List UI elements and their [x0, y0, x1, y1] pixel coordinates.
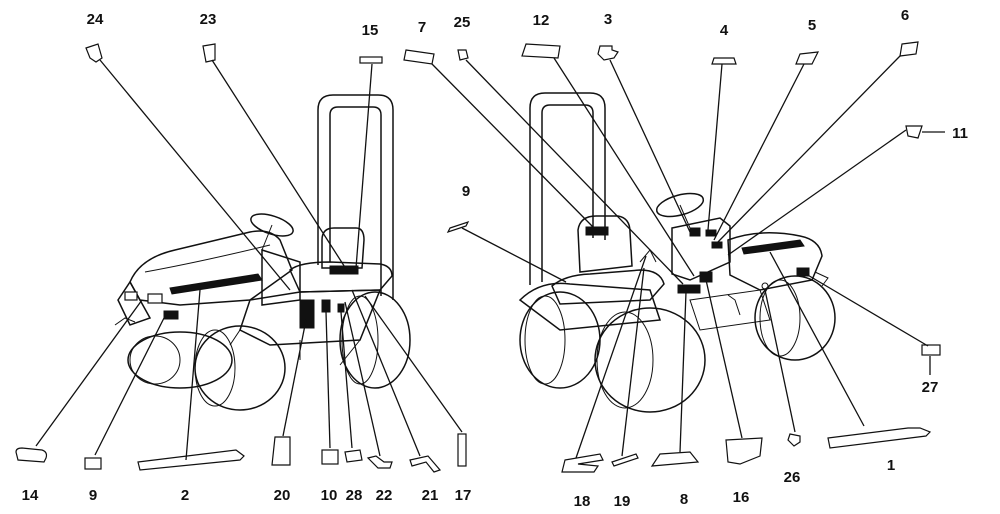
callout-16: 16: [733, 489, 750, 506]
callout-17: 17: [455, 487, 472, 504]
right-tractor: [518, 92, 836, 413]
callout-6: 6: [901, 7, 909, 24]
callout-23: 23: [200, 11, 217, 28]
callout-5: 5: [808, 17, 816, 34]
callout-9-lower: 9: [89, 487, 97, 504]
callout-11: 11: [952, 125, 968, 142]
callout-15: 15: [362, 22, 379, 39]
callout-26: 26: [784, 469, 801, 486]
callout-27: 27: [922, 379, 939, 396]
callout-25: 25: [454, 14, 471, 31]
callout-3: 3: [604, 11, 612, 28]
callout-8: 8: [680, 491, 688, 508]
callout-28: 28: [346, 487, 363, 504]
callout-21: 21: [422, 487, 439, 504]
callout-9-upper: 9: [462, 183, 470, 200]
callout-10: 10: [321, 487, 338, 504]
callout-18: 18: [574, 493, 591, 510]
callout-20: 20: [274, 487, 291, 504]
callout-22: 22: [376, 487, 393, 504]
callout-2: 2: [181, 487, 189, 504]
callout-19: 19: [614, 493, 631, 510]
callout-4: 4: [720, 22, 729, 39]
callout-7: 7: [418, 19, 426, 36]
callout-24: 24: [87, 11, 104, 28]
callout-14: 14: [22, 487, 39, 504]
callout-1: 1: [887, 457, 895, 474]
callout-12: 12: [533, 12, 550, 29]
